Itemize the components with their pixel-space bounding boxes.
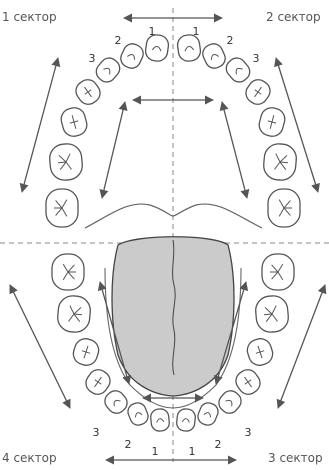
lower-tooth [56, 295, 91, 334]
tooth-number-ul-2: 2 [115, 34, 122, 47]
lower-tooth [254, 295, 289, 334]
lower-tooth [150, 408, 170, 432]
upper-tooth [257, 105, 287, 138]
upper-tooth [46, 189, 78, 227]
lower-tooth [71, 336, 102, 368]
tooth-number-ll-2: 2 [125, 438, 132, 451]
upper-tooth [59, 105, 89, 138]
sector-label-2: 2 сектор [266, 10, 321, 24]
upper-tooth [48, 143, 83, 182]
sector-label-3: 3 сектор [268, 451, 323, 465]
lower-tooth [196, 400, 221, 427]
tooth-number-ul-3: 3 [89, 52, 96, 65]
tooth-number-ll-3: 3 [93, 426, 100, 439]
lower-tooth [52, 254, 84, 290]
tooth-number-lr-2: 2 [215, 438, 222, 451]
lower-tooth [126, 400, 151, 427]
tooth-number-ur-2: 2 [227, 34, 234, 47]
upper-tooth [268, 189, 300, 227]
sector-label-1: 1 сектор [2, 10, 57, 24]
upper-tooth [93, 54, 124, 85]
lower-tooth [176, 408, 196, 432]
tooth-number-lr-1: 1 [189, 445, 196, 458]
tooth-number-lr-3: 3 [245, 426, 252, 439]
upper-tooth [72, 76, 104, 108]
lower-tooth [245, 336, 276, 368]
lower-tooth [215, 387, 244, 417]
lower-tooth [262, 254, 294, 290]
tooth-number-ll-1: 1 [152, 445, 159, 458]
tooth-number-ur-1: 1 [193, 25, 200, 38]
sector-label-4: 4 сектор [2, 451, 57, 465]
tooth-number-ul-1: 1 [149, 25, 156, 38]
upper-tooth [242, 76, 274, 108]
lower-tooth [101, 387, 130, 417]
upper-tooth [118, 41, 146, 71]
arrow-upper-left-inner [102, 102, 125, 198]
arrow-upper-right-inner [222, 102, 247, 198]
upper-tooth [200, 41, 228, 71]
upper-tooth [262, 143, 297, 182]
upper-tooth [223, 54, 254, 85]
tooth-number-ur-3: 3 [253, 52, 260, 65]
